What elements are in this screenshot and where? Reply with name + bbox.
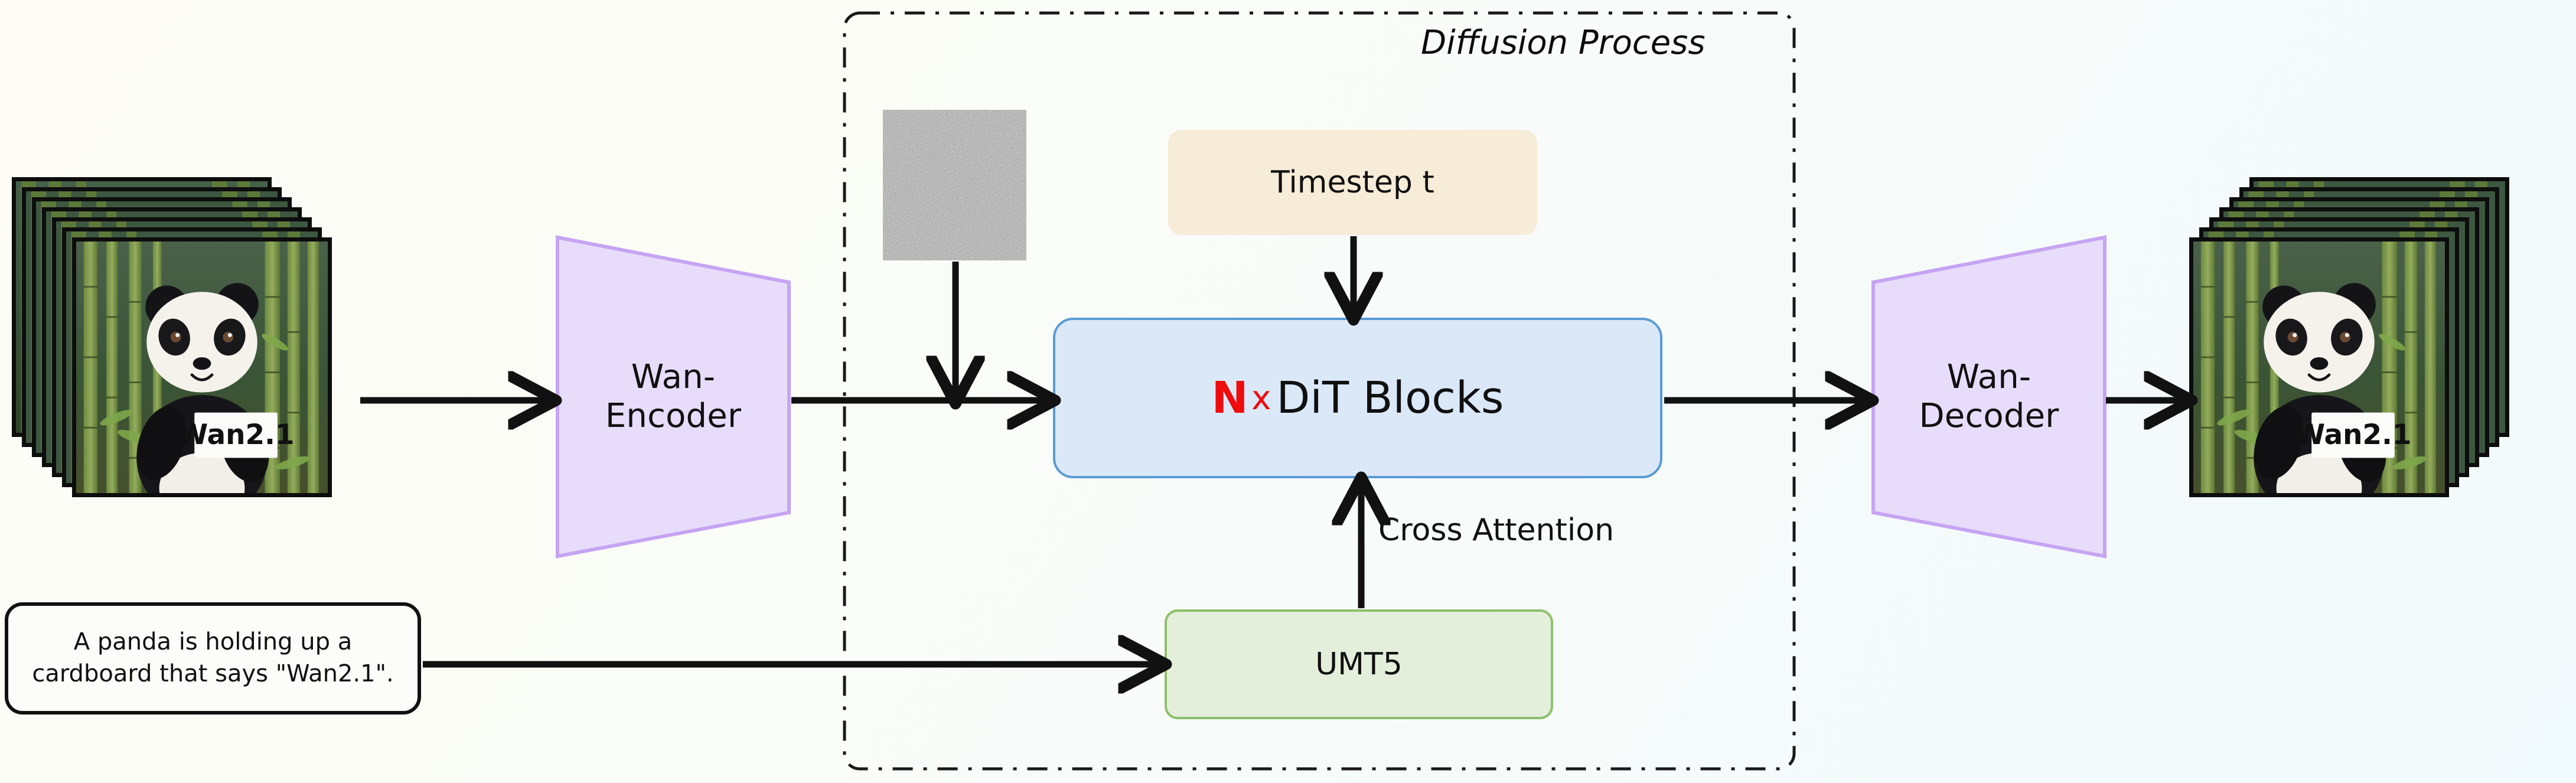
- dit-times-symbol: x: [1251, 379, 1271, 417]
- dit-blocks-label: DiT Blocks: [1276, 373, 1504, 423]
- encoder-label-line2: Encoder: [605, 397, 742, 435]
- dit-blocks-block[interactable]: N x DiT Blocks: [1053, 318, 1662, 478]
- input-video-frames: Wan2.1: [12, 177, 343, 508]
- prompt-textbox[interactable]: A panda is holding up a cardboard that s…: [5, 602, 421, 715]
- dit-count: N: [1211, 373, 1248, 423]
- umt5-block[interactable]: UMT5: [1165, 609, 1553, 719]
- noise-latent-tile: [883, 110, 1026, 260]
- video-frame-front: Wan2.1: [72, 237, 332, 497]
- diffusion-process-title: Diffusion Process: [1421, 24, 1706, 62]
- prompt-line-1: A panda is holding up a: [73, 628, 353, 656]
- cross-attention-label: Cross Attention: [1378, 513, 1615, 548]
- wan-encoder-block[interactable]: Wan- Encoder: [555, 235, 791, 559]
- video-frame-front: Wan2.1: [2189, 237, 2449, 497]
- decoder-label-line1: Wan-: [1946, 357, 2032, 396]
- decoder-label-line2: Decoder: [1919, 397, 2059, 435]
- encoder-label-line1: Wan-: [631, 357, 716, 396]
- wan-decoder-label: Wan- Decoder: [1871, 358, 2107, 436]
- umt5-label: UMT5: [1315, 647, 1403, 682]
- output-sign-text: Wan2.1: [2295, 419, 2412, 451]
- wan-decoder-block[interactable]: Wan- Decoder: [1871, 235, 2107, 559]
- decoder-shape: [1871, 235, 2107, 559]
- output-video-frames: Wan2.1: [2179, 177, 2510, 508]
- prompt-line-2: cardboard that says "Wan2.1".: [32, 660, 394, 687]
- timestep-block[interactable]: Timestep t: [1168, 130, 1537, 235]
- wan-encoder-label: Wan- Encoder: [555, 358, 791, 436]
- encoder-shape: [556, 235, 791, 559]
- input-sign-text: Wan2.1: [178, 419, 295, 451]
- timestep-label: Timestep t: [1271, 165, 1434, 200]
